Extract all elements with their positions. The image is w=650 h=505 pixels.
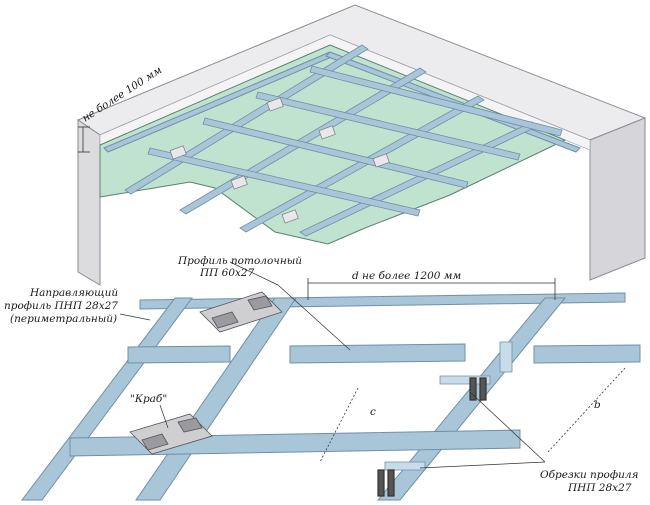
label-ceiling-profile-line2: ПП 60x27 bbox=[199, 267, 255, 279]
right-wall bbox=[589, 117, 646, 281]
label-guide-line2: профиль ПНП 28x27 bbox=[4, 300, 118, 312]
dimension-b bbox=[547, 367, 626, 453]
label-dim-c: c bbox=[370, 406, 376, 418]
cross-profiles bbox=[69, 343, 641, 457]
dimension-d bbox=[307, 278, 556, 300]
drywall-sheet bbox=[99, 44, 567, 245]
crab-connector-lower bbox=[129, 413, 213, 455]
profile-offcuts bbox=[384, 341, 513, 471]
label-offcuts-line2: ПНП 28x27 bbox=[567, 482, 632, 494]
frame-detail-illustration: d не более 1200 мм c b Профиль потолочны… bbox=[4, 255, 641, 501]
left-wall bbox=[77, 119, 101, 286]
label-d-max-1200mm: d не более 1200 мм bbox=[352, 270, 461, 282]
crab-connector-upper bbox=[199, 291, 283, 333]
label-guide-line3: (периметральный) bbox=[10, 313, 117, 325]
hangers bbox=[377, 377, 487, 497]
leader-lines bbox=[119, 261, 546, 469]
dimension-100mm bbox=[78, 126, 90, 153]
room-corner-illustration: не более 100 мм bbox=[76, 4, 647, 286]
label-guide-line1: Направляющий bbox=[29, 287, 118, 299]
label-ceiling-profile-line1: Профиль потолочный bbox=[177, 255, 302, 267]
label-offcuts-line1: Обрезки профиля bbox=[540, 469, 639, 481]
ceiling-profiles-set-b bbox=[147, 65, 563, 217]
label-dim-b: b bbox=[594, 399, 601, 411]
dimension-c bbox=[319, 387, 359, 463]
crab-connectors-top bbox=[169, 97, 390, 224]
label-crab: "Краб" bbox=[130, 393, 167, 405]
